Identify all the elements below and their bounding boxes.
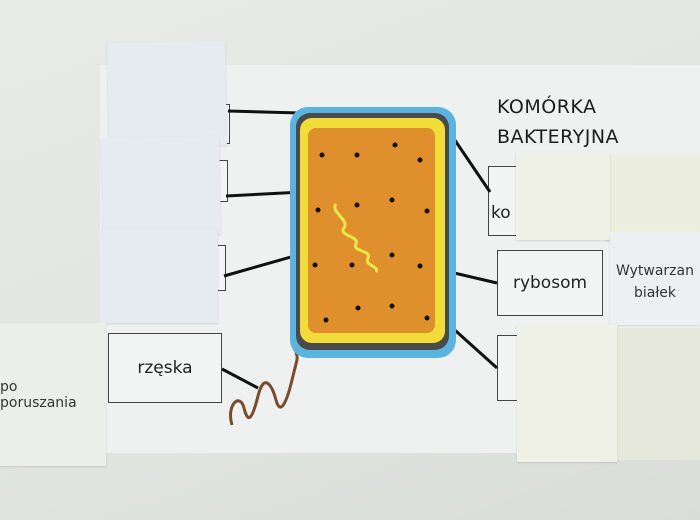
- flap-membrane-function[interactable]: [517, 325, 617, 462]
- label-flagellum: rzęska: [137, 358, 193, 378]
- cytoplasm: [308, 128, 435, 333]
- flap-cell-wall-function[interactable]: [101, 135, 221, 237]
- flap-dna-function[interactable]: [102, 228, 218, 323]
- flagellum-shape: [229, 351, 299, 426]
- flap-capsule-function[interactable]: [107, 40, 227, 148]
- ribosome-dots: [312, 142, 430, 323]
- worksheet-title: KOMÓRKA BAKTERYJNA: [497, 92, 619, 152]
- ribosome-function-line-2: białek: [633, 285, 677, 301]
- dna-strand: [333, 203, 379, 273]
- flap-ribosome-function[interactable]: Wytwarzan białek: [610, 232, 700, 325]
- pointer-line-capsule: [227, 109, 301, 115]
- flagellum-function-text: po poruszania: [0, 378, 77, 411]
- title-line-1: KOMÓRKA: [497, 96, 597, 118]
- pointer-line-flagellum: [221, 367, 259, 390]
- label-cell-wall-partial: ko: [491, 203, 511, 223]
- flap-cell-wall-right-back: [605, 155, 700, 240]
- label-ribosome: rybosom: [512, 273, 588, 293]
- flap-cell-wall-function[interactable]: [516, 152, 610, 240]
- title-line-2: BAKTERYJNA: [497, 126, 620, 148]
- flap-flagellum-function[interactable]: po poruszania: [0, 323, 106, 466]
- label-box-ribosome: rybosom: [497, 250, 603, 316]
- ribosome-function-line-1: Wytwarzan: [616, 263, 694, 279]
- label-box-flagellum: rzęska: [108, 333, 222, 403]
